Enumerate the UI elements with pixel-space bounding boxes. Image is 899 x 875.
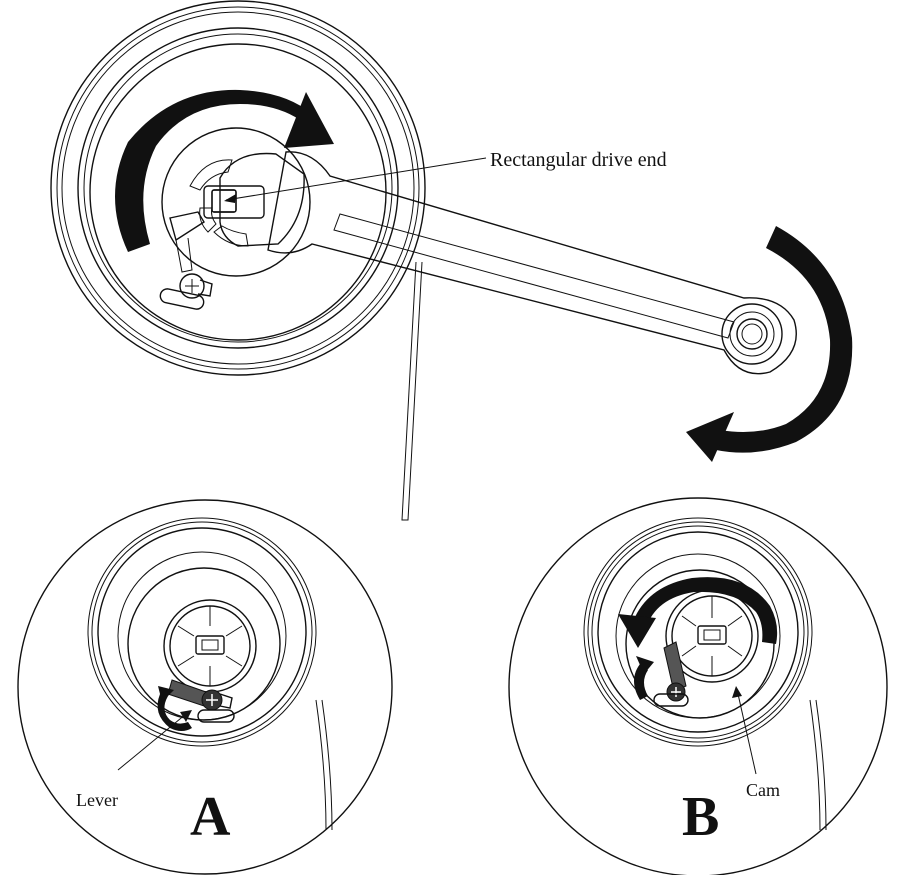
slot-top [159,288,205,310]
lever-a [167,679,207,707]
drive-end-socket [203,185,265,219]
outer-ring-2 [56,6,420,370]
outer-ring-4 [77,27,399,349]
screw-top [179,273,205,299]
outer-ring-3 [61,11,415,365]
cam-spokes [189,159,249,247]
lever-b [663,641,687,693]
rotation-arrow-top [115,89,334,252]
detail-a-frame [17,499,393,875]
drive-end-label: Rectangular drive end [490,149,667,171]
slot-a [197,709,235,723]
detail-a-letter: A [190,786,231,848]
detail-b-letter: B [682,786,719,848]
leader-line [401,261,423,521]
wrench-ring-outer [721,303,783,365]
hub [161,127,311,277]
cam-label: Cam [746,780,780,800]
cam-leader [737,693,757,775]
lever-leader [117,713,187,771]
wrench [211,151,797,375]
outer-ring-1 [50,0,426,376]
lever-label: Lever [76,790,118,810]
wrench-ring-inner [736,318,768,350]
lever-top [169,211,205,242]
detail-a [17,499,393,875]
outer-ring-5 [83,33,393,343]
slot-b [653,693,689,707]
rotation-arrow-wrench [686,226,853,462]
drive-end-leader [225,157,487,201]
detail-b [508,497,888,875]
detail-b-frame [508,497,888,875]
